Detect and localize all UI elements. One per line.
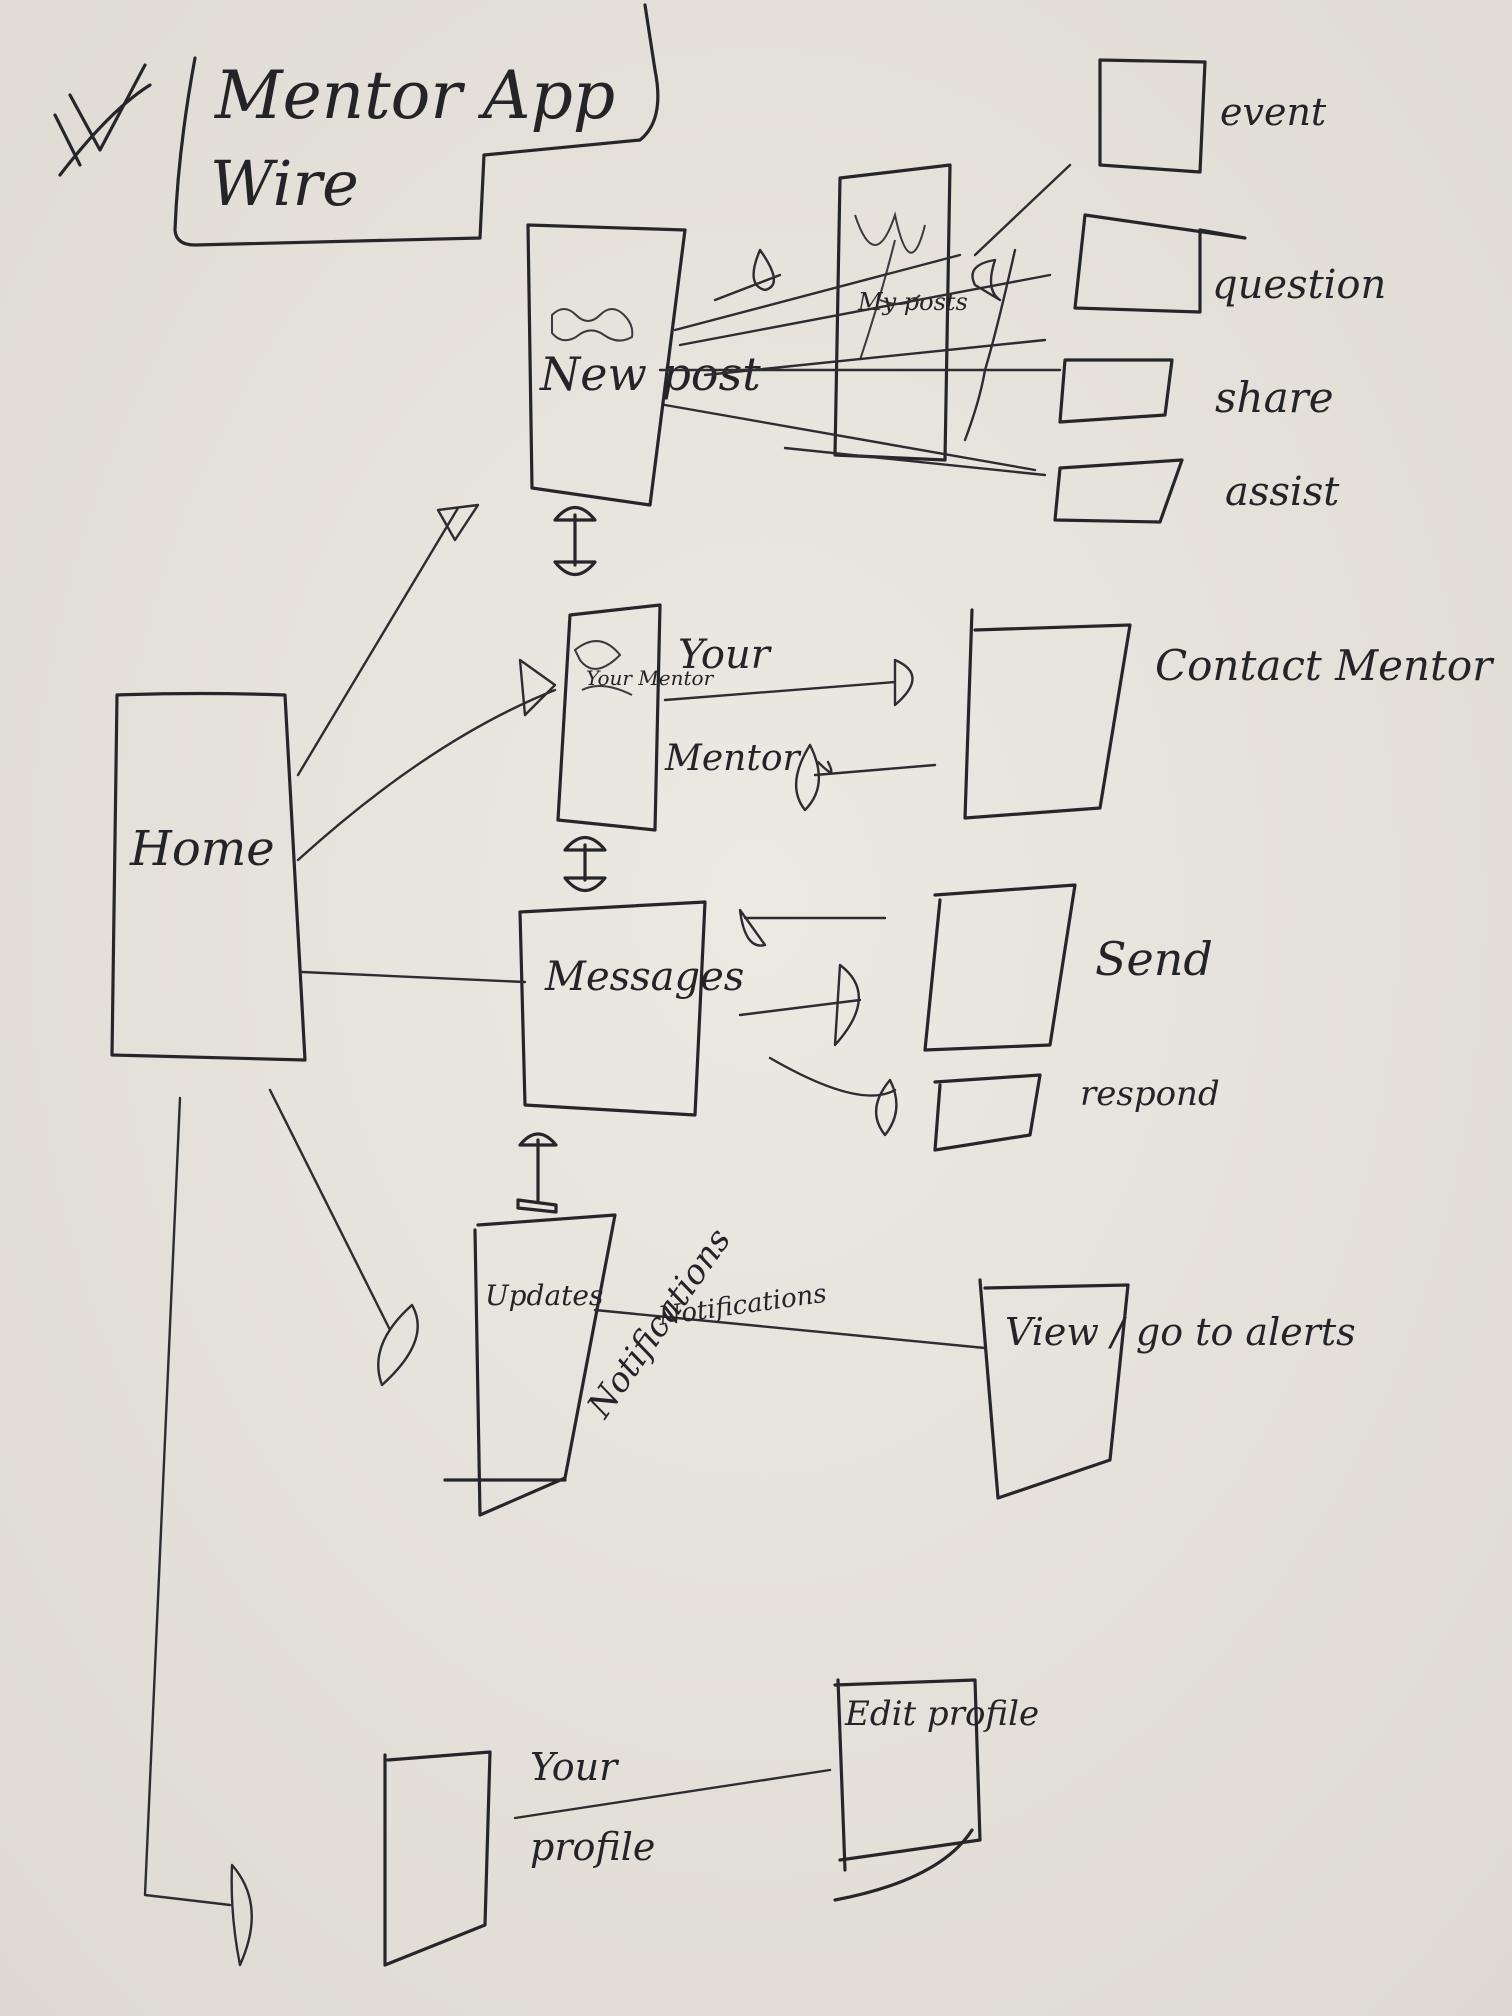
your-profile-label-1: Your	[530, 1745, 620, 1789]
message-action-respond: respond	[1080, 1074, 1220, 1114]
contact-mentor-label: Contact Mentor	[1155, 641, 1495, 690]
link-home-new-post	[296, 503, 480, 777]
screen-view-alerts: View / go to alerts	[978, 1278, 1356, 1500]
link-messages-send	[738, 963, 862, 1047]
link-label-your: Your	[678, 632, 773, 678]
double-arrow-icon-3	[516, 1132, 558, 1214]
post-type-assist: assist	[1225, 469, 1340, 515]
post-type-share: share	[1215, 373, 1334, 422]
contact-mentor-frame	[963, 608, 1132, 820]
link-your-to-contact	[663, 658, 914, 707]
post-type-box-event	[1098, 58, 1207, 174]
double-arrow-icon-1	[553, 505, 597, 577]
new-post-label: New post	[539, 347, 761, 401]
respond-frame	[933, 1073, 1042, 1152]
title-line2: Wire	[210, 147, 359, 220]
my-posts-frame	[833, 163, 952, 462]
your-mentor-label: Your Mentor	[586, 666, 715, 690]
edit-profile-frame	[833, 1678, 982, 1902]
post-type-box-share	[1058, 358, 1174, 424]
link-messages-in	[738, 908, 887, 947]
screen-messages: Messages Send respond	[518, 883, 1220, 1152]
link-home-profile	[143, 1096, 253, 1967]
messages-label: Messages	[544, 954, 744, 1000]
link-label-mentor: Mentor	[664, 738, 801, 779]
messages-frame	[518, 900, 707, 1117]
link-home-mentor	[296, 658, 557, 862]
check-mark-icon	[53, 63, 152, 177]
view-alerts-label: View / go to alerts	[1005, 1310, 1356, 1354]
post-type-list: event question share assist	[1053, 58, 1386, 524]
screen-your-profile: Your profile Edit profile	[383, 1678, 1039, 1967]
new-post-frame	[526, 223, 687, 507]
screen-home: Home	[110, 691, 307, 1062]
edit-profile-label: Edit profile	[844, 1694, 1039, 1734]
notifications-screen-label: Updates	[485, 1279, 603, 1312]
title-line1: Mentor App	[214, 57, 615, 134]
double-arrow-icon-2	[563, 835, 607, 893]
post-type-box-question	[1073, 213, 1247, 314]
your-mentor-frame	[556, 603, 662, 832]
link-mentor-back	[794, 743, 937, 812]
view-alerts-frame	[978, 1278, 1130, 1500]
new-post-arrow-icon	[713, 248, 782, 302]
post-types-bracket	[963, 248, 1017, 442]
send-frame	[923, 883, 1077, 1052]
link-notifications	[593, 1308, 987, 1350]
screen-your-mentor: Your Mentor Your Mentor	[556, 603, 937, 832]
your-profile-frame	[383, 1750, 492, 1967]
link-profile-edit	[513, 1768, 832, 1820]
post-type-question: question	[1212, 262, 1386, 308]
link-event	[973, 163, 1072, 257]
post-type-box-assist	[1053, 458, 1184, 524]
home-frame	[110, 691, 307, 1062]
link-messages-respond	[768, 1056, 898, 1137]
your-profile-label-2: profile	[530, 1825, 655, 1869]
notifications-frame	[443, 1213, 617, 1517]
title-cloud-outline	[173, 3, 660, 247]
message-action-send: Send	[1095, 932, 1213, 986]
post-scribble-icon	[551, 308, 634, 342]
home-links	[143, 503, 557, 1967]
screen-contact-mentor: Contact Mentor	[963, 608, 1495, 820]
post-type-event: event	[1220, 90, 1327, 134]
double-arrows	[516, 505, 607, 1214]
link-home-notifications	[268, 1088, 419, 1387]
title-block: Mentor App Wire	[53, 3, 660, 247]
link-home-messages	[300, 970, 527, 984]
your-mentor-scribble-icon	[573, 640, 633, 696]
home-label: Home	[129, 821, 275, 877]
new-post-links	[658, 253, 1062, 477]
screen-my-posts: My posts	[658, 163, 1072, 477]
